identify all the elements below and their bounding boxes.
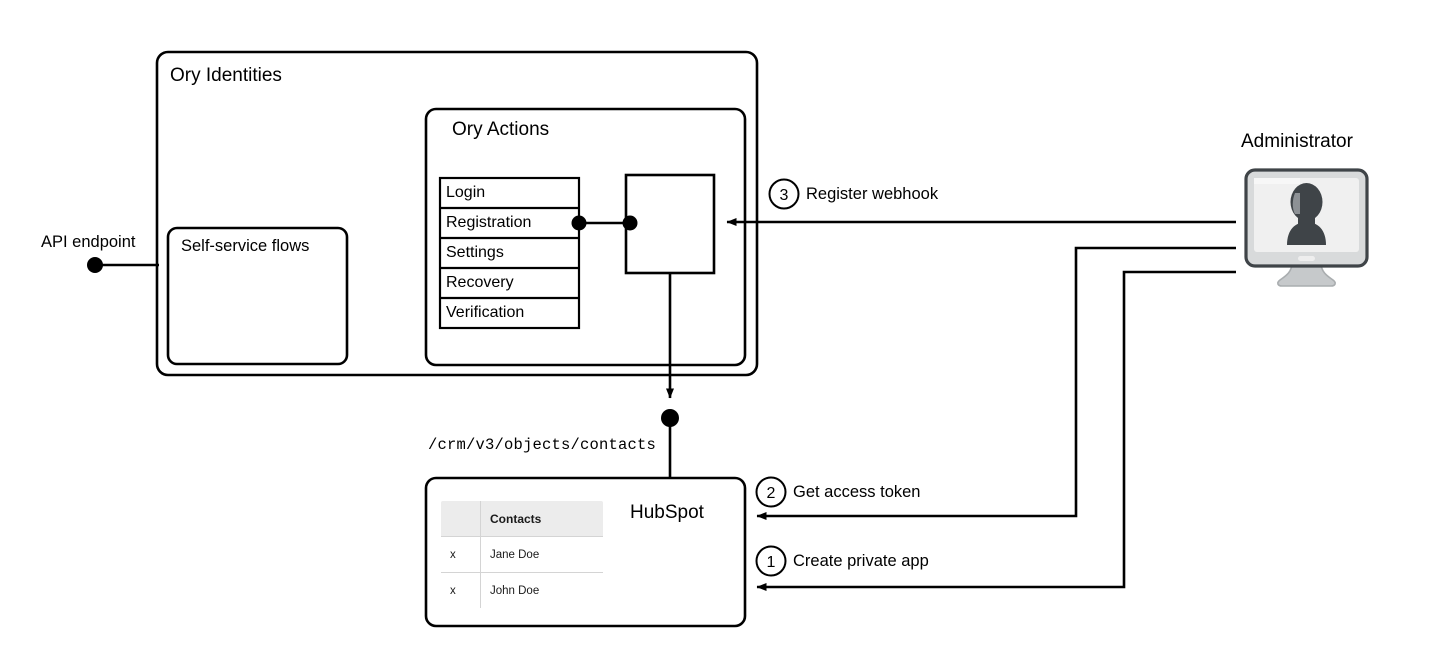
ory-actions-title: Ory Actions — [452, 119, 550, 140]
step-3-badge-circle — [768, 178, 800, 210]
step-2-label: Get access token — [793, 483, 921, 501]
ory-identities-title: Ory Identities — [170, 65, 282, 86]
step-1-badge-circle — [755, 545, 787, 577]
row-mark: x — [441, 536, 481, 573]
flow-item-registration[interactable]: Registration — [446, 214, 532, 231]
flow-item-recovery[interactable]: Recovery — [446, 274, 514, 291]
registration-connector-dot — [571, 215, 587, 231]
row-mark: x — [441, 572, 481, 608]
step-3-label: Register webhook — [806, 185, 939, 203]
table-row: x John Doe — [441, 572, 603, 608]
step-2-arrow — [756, 246, 1236, 520]
webhook-connector-dot — [622, 215, 638, 231]
flow-item-verification[interactable]: Verification — [446, 304, 525, 321]
hubspot-label: HubSpot — [630, 502, 704, 523]
contacts-table: Contacts x Jane Doe x John Doe — [440, 500, 604, 609]
api-endpoint-label: API endpoint — [41, 233, 136, 251]
table-row: x Jane Doe — [441, 536, 603, 573]
step-2-number: 2 — [767, 485, 776, 502]
crm-api-path-label: /crm/v3/objects/contacts — [428, 436, 657, 454]
step-3-number: 3 — [780, 187, 789, 204]
step-2-badge-circle — [755, 476, 787, 508]
step-1-label: Create private app — [793, 552, 929, 570]
monitor-power-indicator — [1298, 256, 1315, 261]
row-contact-name: John Doe — [480, 572, 603, 608]
monitor-screen-highlight — [1254, 178, 1300, 184]
column-header-mark — [441, 501, 481, 537]
flow-list-box — [438, 176, 581, 330]
step-1-number: 1 — [767, 554, 776, 571]
self-service-flows-label: Self-service flows — [181, 237, 310, 255]
row-contact-name: Jane Doe — [480, 536, 603, 573]
table-header-row: Contacts — [441, 501, 603, 537]
api-endpoint-dot — [87, 257, 103, 273]
flow-item-settings[interactable]: Settings — [446, 244, 504, 261]
step-1-arrow — [756, 270, 1236, 591]
webhook-action-box — [624, 173, 716, 275]
column-header-contacts: Contacts — [480, 501, 603, 537]
avatar-head-highlight — [1292, 193, 1300, 214]
monitor-user-icon — [1240, 167, 1373, 287]
flow-item-login[interactable]: Login — [446, 184, 486, 201]
self-service-flows-box — [166, 226, 349, 366]
administrator-label: Administrator — [1241, 131, 1353, 152]
avatar-body — [1287, 222, 1326, 245]
monitor-stand — [1277, 262, 1336, 287]
avatar-neck — [1298, 215, 1315, 227]
